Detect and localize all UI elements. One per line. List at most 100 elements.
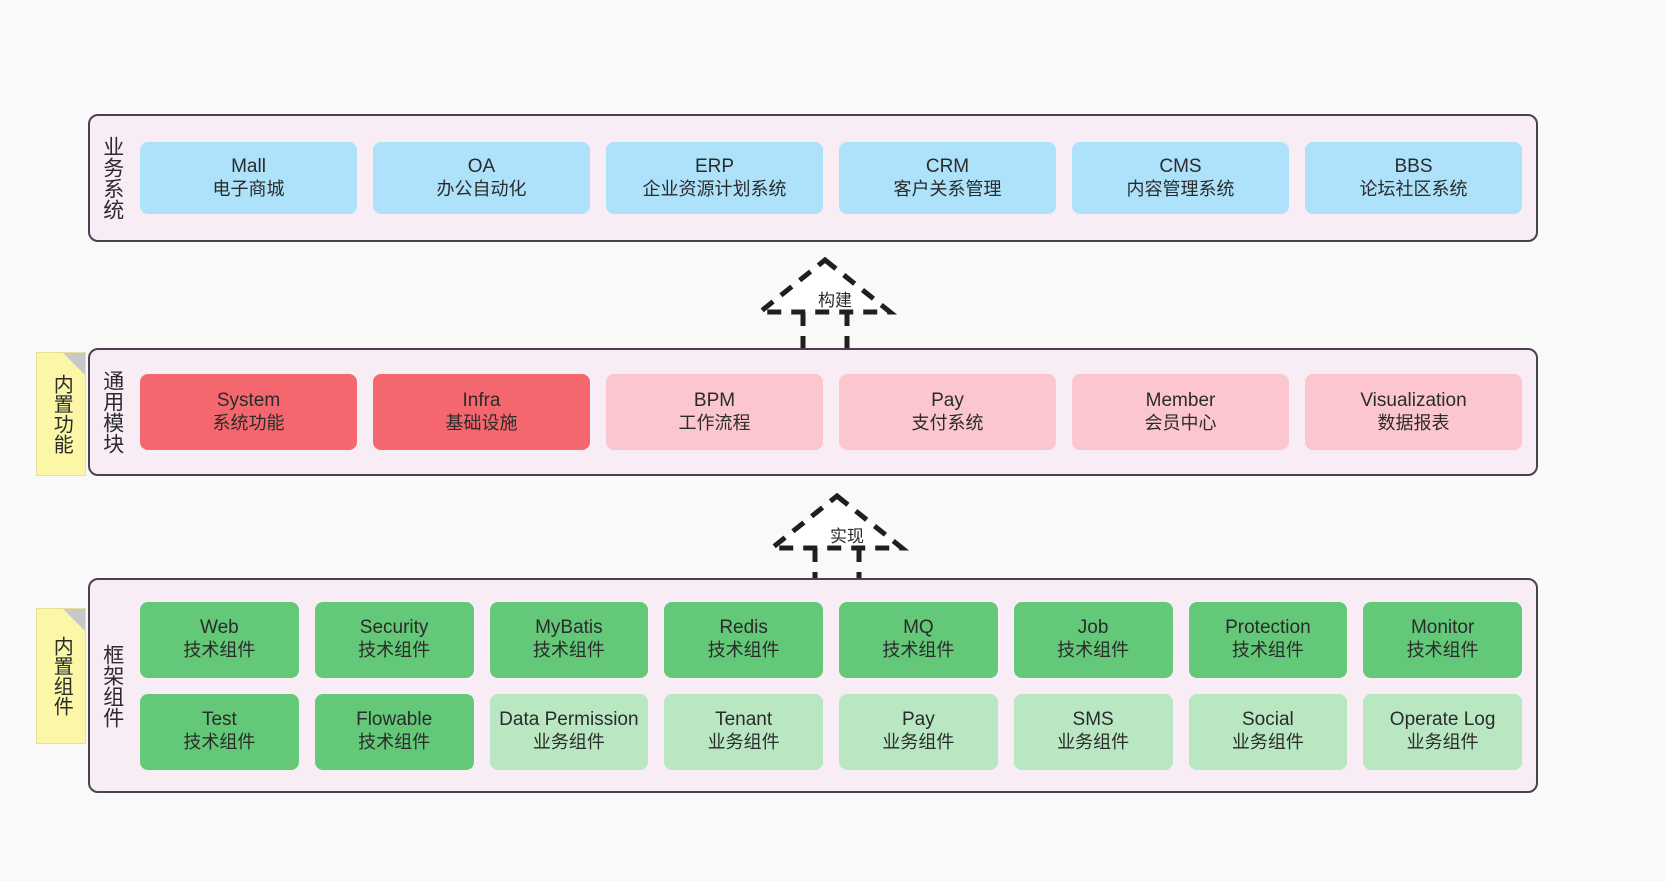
card-title: Mall [231, 155, 266, 177]
card-title: Web [200, 617, 239, 639]
card-title: BBS [1394, 155, 1433, 177]
card-subtitle: 业务组件 [882, 732, 955, 753]
card-subtitle: 业务组件 [532, 732, 605, 753]
card-pay[interactable]: Pay 支付系统 [839, 374, 1056, 450]
card-title: SMS [1072, 709, 1114, 731]
card-title: Protection [1225, 617, 1311, 639]
sticky-note-builtin-components: 内置组件 [36, 608, 86, 744]
card-sms[interactable]: SMS 业务组件 [1013, 693, 1173, 770]
sticky-note-builtin-features: 内置功能 [36, 352, 86, 476]
card-title: Pay [931, 389, 964, 411]
layer-business-systems: 业务系统 Mall 电子商城 OA 办公自动化 ERP 企业资源计划系统 CRM… [88, 114, 1538, 242]
card-oa[interactable]: OA 办公自动化 [373, 142, 590, 214]
card-title: Flowable [356, 709, 433, 731]
connector-label-build: 构建 [818, 291, 852, 310]
layer-common-modules: 通用模块 System 系统功能 Infra 基础设施 BPM 工作流程 Pay… [88, 348, 1538, 476]
card-protection[interactable]: Protection 技术组件 [1188, 601, 1348, 678]
card-subtitle: 客户关系管理 [893, 178, 1002, 199]
layer-framework-components: 框架组件 Web 技术组件 Security 技术组件 MyBatis 技术组件… [88, 578, 1538, 793]
card-title: Infra [462, 389, 501, 411]
card-title: MQ [903, 617, 934, 639]
card-title: Redis [719, 617, 768, 639]
arrowhead-triangle [752, 256, 898, 315]
card-monitor[interactable]: Monitor 技术组件 [1363, 601, 1522, 678]
card-system[interactable]: System 系统功能 [140, 374, 357, 450]
card-bbs[interactable]: BBS 论坛社区系统 [1305, 142, 1522, 214]
card-subtitle: 系统功能 [212, 412, 285, 433]
card-title: Job [1077, 617, 1109, 639]
layer-body-business: Mall 电子商城 OA 办公自动化 ERP 企业资源计划系统 CRM 客户关系… [134, 116, 1536, 240]
card-title: Test [201, 709, 237, 731]
card-subtitle: 会员中心 [1144, 412, 1217, 433]
card-mq[interactable]: MQ 技术组件 [839, 601, 998, 678]
card-subtitle: 技术组件 [1057, 640, 1130, 661]
card-subtitle: 技术组件 [183, 732, 256, 753]
card-visualization[interactable]: Visualization 数据报表 [1305, 374, 1522, 450]
card-web[interactable]: Web 技术组件 [140, 601, 299, 678]
card-pay-business[interactable]: Pay 业务组件 [839, 693, 998, 770]
card-title: MyBatis [535, 617, 603, 639]
card-title: Pay [902, 709, 935, 731]
layer-title-framework: 框架组件 [100, 643, 124, 728]
sticky-note-label: 内置功能 [50, 374, 73, 454]
card-subtitle: 业务组件 [1057, 732, 1130, 753]
layer-body-common: System 系统功能 Infra 基础设施 BPM 工作流程 Pay 支付系统… [134, 350, 1536, 474]
card-title: OA [467, 155, 496, 177]
layer-title-common: 通用模块 [100, 370, 124, 454]
card-subtitle: 业务组件 [1231, 732, 1304, 753]
card-subtitle: 技术组件 [1231, 640, 1304, 661]
card-test[interactable]: Test 技术组件 [140, 693, 299, 770]
card-subtitle: 企业资源计划系统 [642, 178, 787, 199]
card-subtitle: 技术组件 [183, 640, 256, 661]
card-subtitle: 内容管理系统 [1126, 178, 1235, 199]
card-row: Web 技术组件 Security 技术组件 MyBatis 技术组件 Redi… [140, 601, 1522, 678]
card-subtitle: 支付系统 [911, 412, 984, 433]
card-data-permission[interactable]: Data Permission 业务组件 [489, 693, 649, 770]
card-title: Member [1145, 389, 1216, 411]
card-title: Operate Log [1389, 709, 1496, 731]
card-flowable[interactable]: Flowable 技术组件 [314, 693, 474, 770]
connector-build: 构建 [740, 250, 960, 360]
arrowhead-triangle [764, 492, 910, 551]
card-title: Monitor [1410, 617, 1475, 639]
card-subtitle: 工作流程 [678, 412, 751, 433]
card-subtitle: 技术组件 [532, 640, 605, 661]
card-title: Security [359, 617, 429, 639]
card-row: Test 技术组件 Flowable 技术组件 Data Permission … [140, 693, 1522, 770]
card-mall[interactable]: Mall 电子商城 [140, 142, 357, 214]
card-subtitle: 电子商城 [212, 178, 285, 199]
card-redis[interactable]: Redis 技术组件 [664, 601, 823, 678]
card-subtitle: 技术组件 [882, 640, 955, 661]
card-title: BPM [693, 389, 736, 411]
card-subtitle: 技术组件 [358, 732, 431, 753]
card-title: Data Permission [499, 709, 639, 731]
card-subtitle: 办公自动化 [436, 178, 527, 199]
card-member[interactable]: Member 会员中心 [1072, 374, 1289, 450]
card-crm[interactable]: CRM 客户关系管理 [839, 142, 1056, 214]
card-subtitle: 技术组件 [1406, 640, 1479, 661]
card-social[interactable]: Social 业务组件 [1188, 693, 1348, 770]
card-mybatis[interactable]: MyBatis 技术组件 [489, 601, 649, 678]
card-operate-log[interactable]: Operate Log 业务组件 [1363, 693, 1522, 770]
card-title: CRM [925, 155, 970, 177]
card-subtitle: 论坛社区系统 [1359, 178, 1468, 199]
card-title: System [216, 389, 281, 411]
card-title: Social [1242, 709, 1294, 731]
card-job[interactable]: Job 技术组件 [1013, 601, 1173, 678]
card-subtitle: 基础设施 [445, 412, 518, 433]
card-bpm[interactable]: BPM 工作流程 [606, 374, 823, 450]
card-subtitle: 技术组件 [358, 640, 431, 661]
card-title: Visualization [1360, 389, 1467, 411]
card-row: System 系统功能 Infra 基础设施 BPM 工作流程 Pay 支付系统… [140, 374, 1522, 450]
card-infra[interactable]: Infra 基础设施 [373, 374, 590, 450]
card-row: Mall 电子商城 OA 办公自动化 ERP 企业资源计划系统 CRM 客户关系… [140, 142, 1522, 214]
layer-title-business: 业务系统 [100, 136, 124, 220]
card-erp[interactable]: ERP 企业资源计划系统 [606, 142, 823, 214]
sticky-note-label: 内置组件 [50, 636, 73, 716]
card-tenant[interactable]: Tenant 业务组件 [664, 693, 823, 770]
card-subtitle: 业务组件 [707, 732, 780, 753]
card-security[interactable]: Security 技术组件 [314, 601, 474, 678]
card-subtitle: 业务组件 [1406, 732, 1479, 753]
card-title: Tenant [715, 709, 773, 731]
card-cms[interactable]: CMS 内容管理系统 [1072, 142, 1289, 214]
